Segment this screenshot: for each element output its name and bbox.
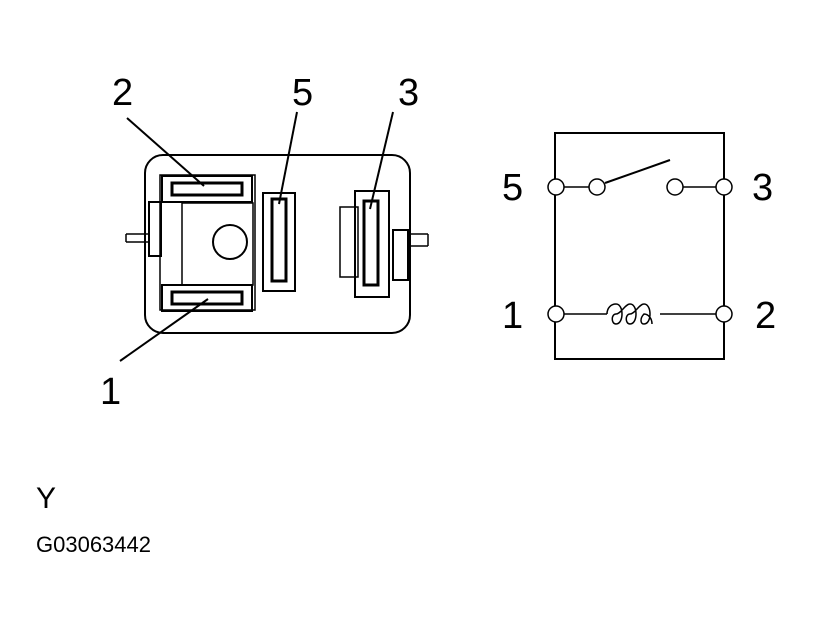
right-mounting-tab <box>392 229 429 281</box>
relay-pin-label-2: 2 <box>112 72 133 114</box>
figure-code: G03063442 <box>36 532 151 557</box>
coil <box>547 303 733 325</box>
relay-pin-label-3: 3 <box>398 72 419 114</box>
leader-line-5 <box>278 111 298 205</box>
terminal-5 <box>262 192 296 292</box>
leader-line-1 <box>119 298 209 362</box>
relay-pin-label-5: 5 <box>292 72 313 114</box>
leader-line-3 <box>369 111 394 210</box>
relay-schematic: 5 3 1 2 <box>502 132 776 360</box>
terminal-3 <box>339 190 390 298</box>
terminal-1 <box>161 284 253 312</box>
switch-contact <box>547 159 733 196</box>
schematic-box <box>554 132 725 360</box>
relay-pin-label-1: 1 <box>100 371 121 413</box>
relay-body-outline <box>144 154 411 334</box>
schematic-pin-label-3: 3 <box>752 167 773 209</box>
left-mounting-tab <box>125 201 162 257</box>
schematic-pin-label-1: 1 <box>502 295 523 337</box>
leader-line-2 <box>126 117 205 187</box>
figure-caption: Y <box>36 482 56 515</box>
schematic-pin-label-5: 5 <box>502 167 523 209</box>
relay-connector-view: 2 5 3 1 <box>100 72 429 413</box>
schematic-pin-label-2: 2 <box>755 295 776 337</box>
center-socket <box>181 202 254 286</box>
center-hole <box>212 224 248 260</box>
terminal-2 <box>161 175 253 203</box>
